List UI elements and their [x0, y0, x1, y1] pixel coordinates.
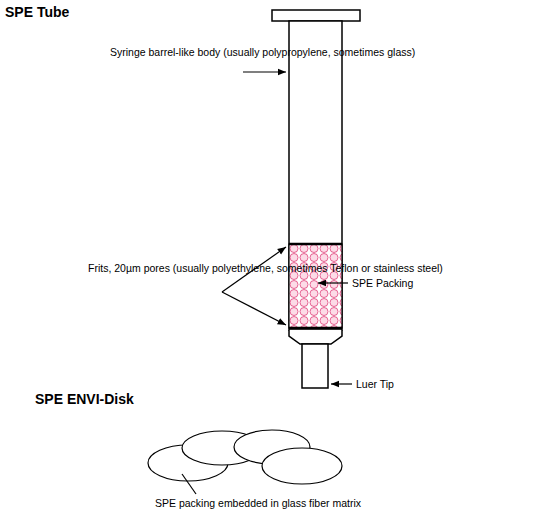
luer-tip	[302, 344, 328, 388]
leader-arrow	[222, 247, 286, 292]
caption-label: SPE packing embedded in glass fiber matr…	[155, 497, 361, 510]
pointer-arrows	[222, 72, 352, 384]
part-label: Luer Tip	[356, 378, 394, 391]
tube-flange	[272, 10, 360, 21]
part-label: Frits, 20µm pores (usually polyethylene,…	[88, 262, 214, 275]
spe-tube	[272, 10, 360, 388]
part-label: Syringe barrel-like body (usually polypr…	[110, 46, 238, 59]
bottom-frit	[289, 327, 342, 330]
part-label: SPE Packing	[352, 277, 413, 290]
tube-taper	[289, 330, 342, 344]
leader-arrow	[318, 282, 348, 283]
leader-arrow	[243, 71, 286, 72]
section-heading: SPE Tube	[5, 4, 69, 21]
leader-arrow	[222, 292, 286, 325]
top-frit	[289, 243, 342, 246]
section-heading: SPE ENVI-Disk	[35, 391, 134, 408]
tube-barrel	[289, 21, 342, 330]
spe-packing	[289, 244, 342, 328]
leader-arrow	[331, 383, 352, 384]
envi-disks	[148, 430, 342, 494]
leader-line	[182, 474, 196, 494]
disk	[262, 448, 342, 484]
